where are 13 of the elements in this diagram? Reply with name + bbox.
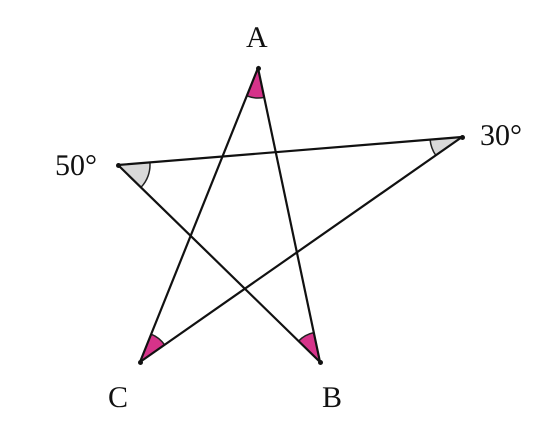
vertex-label: A bbox=[246, 22, 268, 54]
vertex-label: B bbox=[322, 382, 342, 414]
vertex-label: C bbox=[108, 382, 128, 414]
vertex-point bbox=[116, 162, 120, 168]
line-segment bbox=[139, 136, 463, 363]
vertex-point bbox=[460, 134, 464, 140]
vertex-label: 30° bbox=[480, 120, 522, 152]
vertex-label: 50° bbox=[55, 150, 97, 182]
vertex-point bbox=[138, 360, 142, 364]
line-segment bbox=[138, 68, 260, 362]
vertex-point bbox=[318, 360, 322, 364]
line-segment bbox=[117, 164, 321, 363]
vertex-point bbox=[256, 66, 260, 70]
